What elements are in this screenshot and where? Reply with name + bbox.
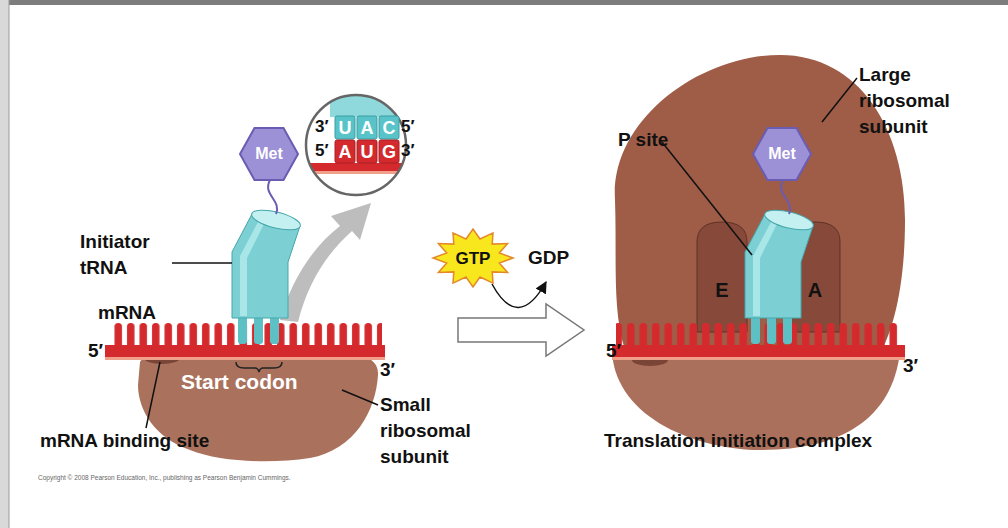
star-outline (433, 229, 513, 287)
node-text: A (790, 280, 840, 300)
trna-top (250, 206, 302, 234)
anticodon-leg (767, 312, 776, 344)
gtp-hydrolysis-arrow (492, 282, 546, 308)
caption-label: Translation initiation complex (604, 428, 872, 454)
anticodon-base: U (335, 116, 355, 139)
codon-base: A (335, 140, 355, 163)
strand-end-label: 3′ (903, 353, 918, 379)
initiator-trna (232, 180, 302, 344)
codon-inset-circle: 3′5′5′3′UACAUG (306, 95, 406, 195)
part-label: Large ribosomal subunit (859, 62, 969, 140)
leader-line (822, 78, 857, 122)
node-text: Met (768, 146, 796, 162)
site-outline (790, 222, 840, 332)
site-outline (697, 222, 747, 332)
ribosome-site-shape (790, 222, 840, 332)
mrna-bases (616, 322, 900, 347)
mrna-strand (612, 345, 905, 357)
codon-base: U (357, 140, 377, 163)
mrna-backbone (105, 357, 385, 360)
part-label: mRNA binding site (40, 428, 209, 454)
ribosome-site: A (790, 222, 840, 332)
node-text: C (383, 119, 396, 137)
base-box (379, 116, 399, 139)
node-text: U (361, 143, 374, 161)
zoom-arrow (280, 203, 371, 322)
node-text: 5′ (401, 118, 415, 135)
mrna-strand (105, 345, 385, 357)
base-box (335, 116, 355, 139)
mrna-bases (110, 322, 382, 347)
inset-mrna-backbone (306, 171, 406, 174)
anticodon-leg (254, 312, 263, 344)
mrna-backbone (612, 357, 905, 360)
node-text: 3′ (315, 118, 329, 135)
node-text: G (382, 143, 396, 161)
strand-end-label: 3′ (380, 357, 395, 383)
amino-acid-hexagon: Met (240, 128, 298, 180)
part-label: mRNA (98, 300, 156, 326)
copyright-note: Copyright © 2008 Pearson Education, Inc.… (38, 474, 291, 482)
ribosome-site-shape (697, 222, 747, 332)
anticodon-base: A (357, 116, 377, 139)
trna-highlight (240, 222, 264, 316)
node-text: Start codon (181, 371, 298, 392)
anticodon-leg (270, 312, 279, 344)
anticodon-leg (783, 312, 792, 344)
node-text: A (361, 119, 374, 137)
amino-acid-bond (781, 180, 790, 214)
hexagon-outline (240, 128, 298, 180)
mrna-binding-site (144, 352, 180, 364)
process-arrow (458, 304, 584, 356)
leader-line (172, 262, 232, 264)
base-box (335, 140, 355, 163)
molecule-label: GDP (528, 245, 569, 271)
node-text: E (697, 280, 747, 300)
part-label: Small ribosomal subunit (380, 392, 490, 470)
frame-left (0, 0, 9, 528)
base-box (379, 140, 399, 163)
codon-base: G (379, 140, 399, 163)
strand-end-label: 5′ (606, 338, 621, 364)
inset-mrna (306, 163, 406, 171)
anticodon-base: C (379, 116, 399, 139)
mrna-binding-site (632, 354, 668, 366)
leader-line (146, 362, 160, 428)
anticodon-leg (238, 312, 247, 344)
start-codon-bracket (236, 362, 282, 372)
gtp-star: GTP (433, 229, 513, 287)
node-text: A (339, 143, 352, 161)
inset-background (306, 95, 406, 195)
node-text: 5′ (315, 142, 329, 159)
node-text: U (339, 119, 352, 137)
node-text: Met (255, 146, 283, 162)
trna-body (745, 214, 813, 318)
node-text: 3′ (401, 142, 415, 159)
trna-body (232, 214, 300, 318)
leader-line (662, 142, 752, 255)
hexagon-outline (753, 128, 811, 180)
base-box (357, 140, 377, 163)
leader-line (342, 390, 378, 405)
amino-acid-bond (268, 180, 277, 214)
part-label: Initiator tRNA (80, 229, 180, 281)
anticodon-leg (751, 312, 760, 344)
frame-line (9, 0, 10, 528)
amino-acid-hexagon: Met (753, 128, 811, 180)
node-text: GTP (456, 250, 491, 267)
strand-end-label: 5′ (88, 338, 103, 364)
base-box (357, 116, 377, 139)
trna-top (763, 206, 815, 234)
inset-outline (306, 95, 406, 195)
trna-highlight (753, 222, 777, 316)
frame-top (0, 0, 1008, 5)
ribosome-site: E (697, 222, 747, 332)
part-label: P site (618, 127, 668, 153)
initiator-trna (745, 180, 815, 344)
